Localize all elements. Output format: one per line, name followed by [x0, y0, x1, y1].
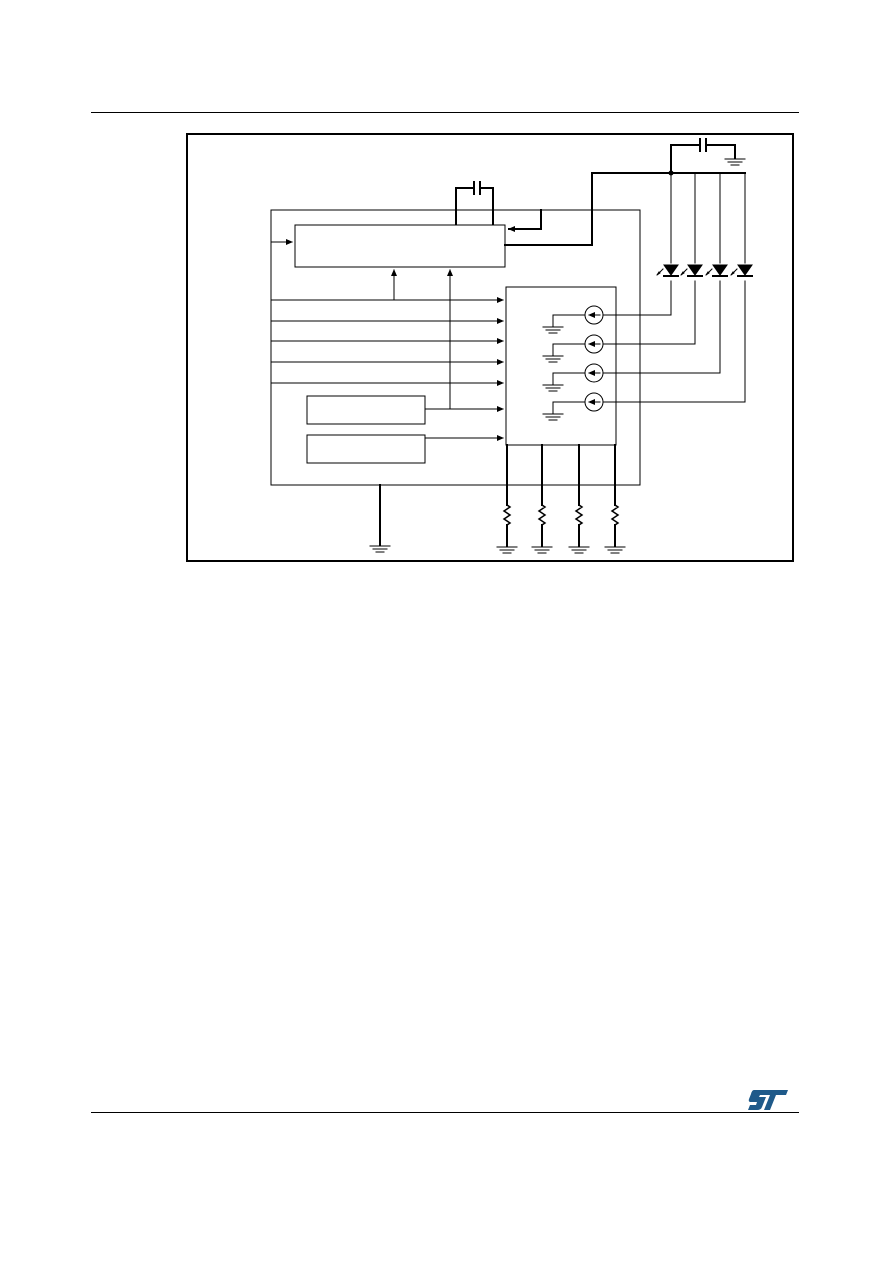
set-resistor-1 — [496, 444, 518, 554]
led-icon-3 — [705, 264, 728, 277]
ground-icon — [724, 158, 746, 166]
led-icon-1 — [656, 264, 679, 277]
st-logo-icon — [748, 1090, 788, 1110]
set-resistor-2 — [531, 444, 553, 554]
header-rule — [91, 112, 799, 113]
current-source-4 — [542, 280, 746, 421]
footer-rule — [91, 1112, 799, 1113]
current-source-1 — [542, 280, 672, 334]
input-lines — [270, 297, 504, 386]
set-resistor-3 — [568, 444, 590, 554]
internal-block-1 — [306, 395, 426, 425]
current-source-3 — [542, 280, 721, 392]
ic-ground — [369, 484, 391, 553]
output-capacitor — [670, 138, 736, 174]
current-source-2 — [542, 280, 696, 363]
flying-capacitor — [455, 181, 494, 225]
figure-frame — [186, 133, 794, 562]
internal-block-2 — [306, 434, 426, 464]
led-icon-2 — [680, 264, 703, 277]
ic-package-outline — [270, 209, 641, 486]
set-resistor-4 — [604, 444, 626, 554]
current-sink-block — [505, 286, 617, 446]
led-icon-4 — [730, 264, 753, 277]
control-logic-block — [294, 224, 506, 268]
output-supply-line — [504, 172, 746, 246]
led-feed-lines — [670, 172, 746, 264]
